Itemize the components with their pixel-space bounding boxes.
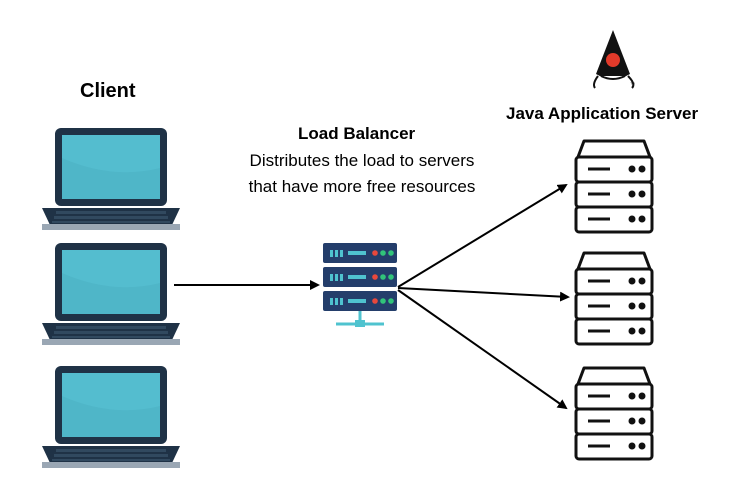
- java-duke-mascot-icon: ™: [593, 30, 635, 89]
- svg-text:™: ™: [630, 82, 635, 88]
- description-line: Distributes the load to servers: [249, 151, 475, 170]
- client-laptop-icon: [42, 128, 180, 230]
- load-balancer-title: Load Balancer: [298, 124, 416, 143]
- java-server-icon: [574, 251, 654, 346]
- load-balancer-icon: [323, 243, 397, 327]
- arrow-balancer-to-server-3: [397, 289, 568, 410]
- description-line: that have more free resources: [248, 177, 476, 196]
- server-title: Java Application Server: [506, 104, 699, 123]
- client-laptop-icon: [42, 243, 180, 345]
- load-balancer-description: Distributes the load to servers that hav…: [222, 148, 502, 200]
- arrow-balancer-to-server-2: [397, 287, 570, 302]
- client-laptop-icon: [42, 366, 180, 468]
- java-server-icon: [574, 139, 654, 234]
- client-title: Client: [80, 80, 136, 102]
- java-server-icon: [574, 366, 654, 461]
- arrow-balancer-to-server-1: [397, 183, 568, 288]
